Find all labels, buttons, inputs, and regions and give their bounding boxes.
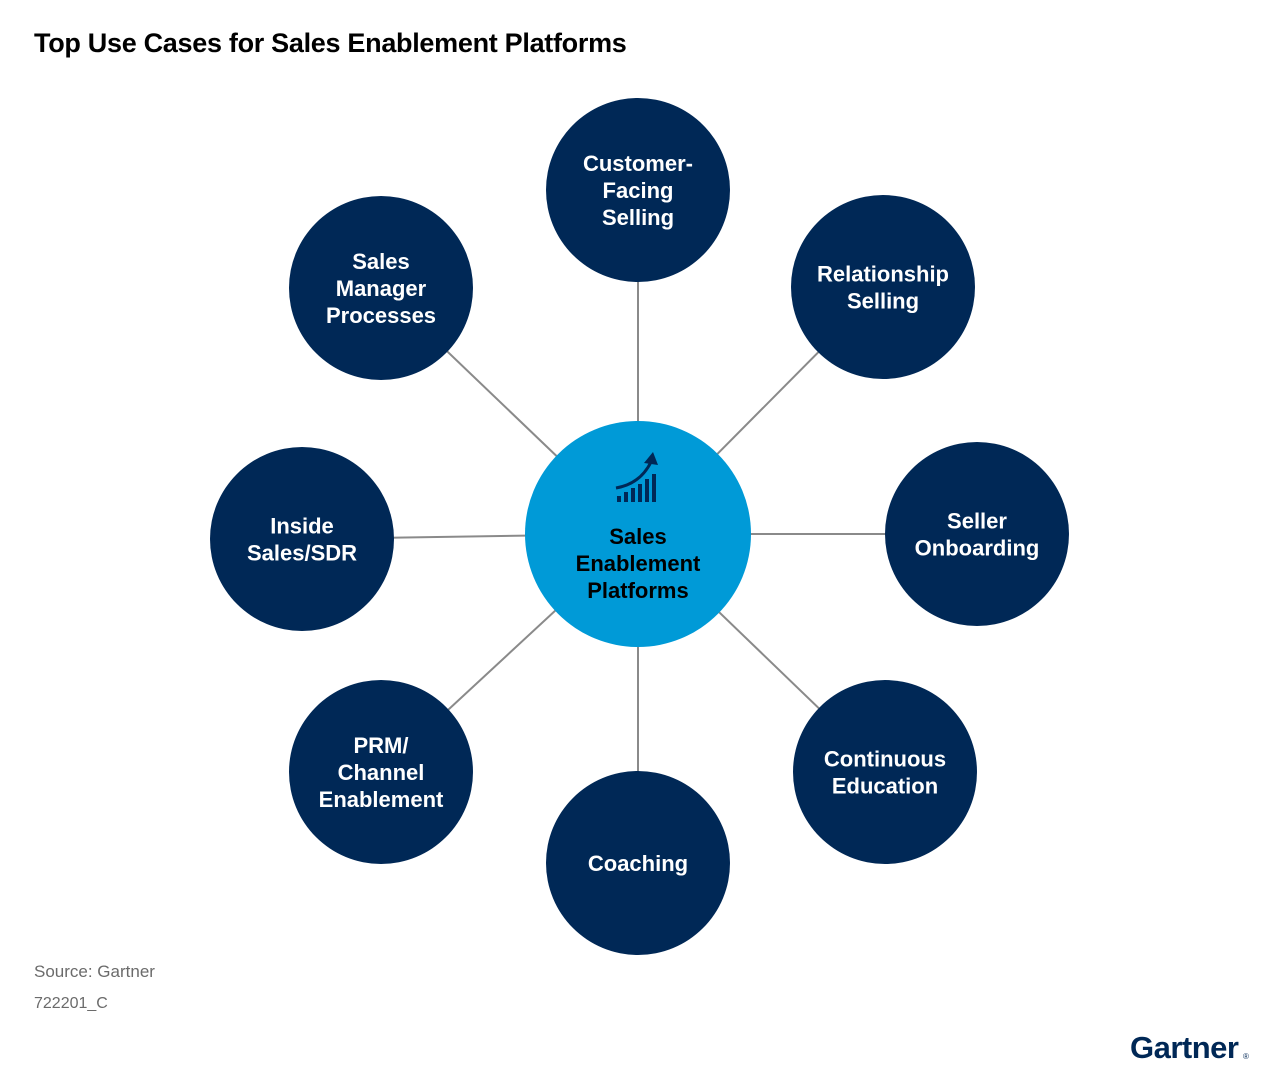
label-line: Coaching bbox=[588, 851, 688, 876]
label-line: Sales bbox=[352, 249, 410, 274]
label-line: Inside bbox=[270, 514, 334, 539]
label-line: Enablement bbox=[576, 551, 701, 576]
label-line: PRM/ bbox=[354, 733, 409, 758]
label-line: Enablement bbox=[319, 787, 444, 812]
node-circle bbox=[546, 98, 730, 282]
label-line: Relationship bbox=[817, 262, 949, 287]
gartner-logo: Gartner bbox=[1130, 1030, 1239, 1065]
page-title: Top Use Cases for Sales Enablement Platf… bbox=[34, 28, 627, 58]
hub-circle bbox=[525, 421, 751, 647]
label-line: Selling bbox=[847, 289, 919, 314]
label-line: Customer- bbox=[583, 151, 693, 176]
node-circle bbox=[210, 447, 394, 631]
node-coaching: Coaching bbox=[546, 771, 730, 955]
label-line: Education bbox=[832, 774, 938, 799]
label-line: Platforms bbox=[587, 578, 688, 603]
node-circle bbox=[791, 195, 975, 379]
registered-mark: ® bbox=[1243, 1052, 1249, 1061]
label-line: Facing bbox=[603, 178, 674, 203]
label-line: Processes bbox=[326, 303, 436, 328]
label-line: Sales bbox=[609, 524, 667, 549]
label-line: Manager bbox=[336, 276, 427, 301]
document-id: 722201_C bbox=[34, 995, 108, 1012]
node-label: Coaching bbox=[588, 851, 688, 876]
label-line: Seller bbox=[947, 509, 1007, 534]
node-circle bbox=[289, 680, 473, 864]
node-circle bbox=[289, 196, 473, 380]
source-note: Source: Gartner bbox=[34, 962, 155, 981]
label-line: Continuous bbox=[824, 747, 946, 772]
node-circle bbox=[885, 442, 1069, 626]
node-circle bbox=[546, 771, 730, 955]
label-line: Selling bbox=[602, 205, 674, 230]
label-line: Sales/SDR bbox=[247, 541, 357, 566]
label-line: Channel bbox=[338, 760, 425, 785]
label-line: Onboarding bbox=[915, 536, 1040, 561]
growth-chart-icon bbox=[615, 452, 658, 502]
node-circle bbox=[793, 680, 977, 864]
